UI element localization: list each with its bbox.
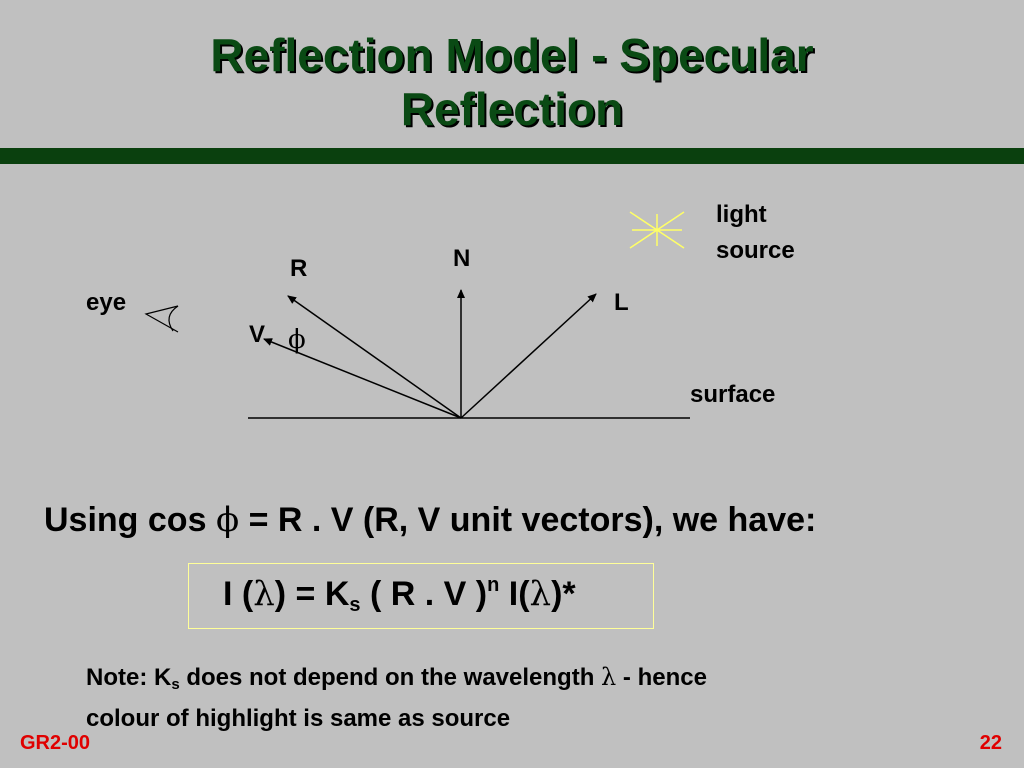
- note-lambda: λ: [601, 663, 617, 691]
- view-label: V: [249, 321, 265, 348]
- footer-course-code: GR2-00: [20, 732, 91, 754]
- cosine-statement-suffix: = R . V (R, V unit vectors), we have:: [239, 501, 817, 539]
- note-line-1: Note: Ks does not depend on the waveleng…: [86, 660, 707, 702]
- formula-lambda-1: λ: [253, 574, 275, 614]
- formula-middle: ( R . V ): [360, 575, 488, 613]
- formula-rhs-prefix: I(: [499, 575, 530, 613]
- note-line-2: colour of highlight is same as source: [86, 705, 511, 732]
- footer-slide-number: 22: [979, 732, 1002, 754]
- formula-lambda-2: λ: [529, 574, 552, 614]
- eye-label: eye: [86, 289, 126, 316]
- surface-label: surface: [690, 381, 775, 408]
- title-line-2: Reflection: [400, 83, 624, 135]
- light-source-label-line-2: source: [716, 237, 795, 264]
- cosine-statement: Using cos ϕ = R . V (R, V unit vectors),…: [44, 500, 816, 540]
- note-suffix: - hence: [616, 664, 707, 691]
- reflected-vector: [287, 295, 462, 419]
- formula-lhs-suffix: ) = K: [274, 575, 350, 613]
- note-middle: does not depend on the wavelength: [179, 664, 602, 691]
- title-divider: [0, 148, 1024, 164]
- star-burst-icon: [629, 211, 685, 249]
- title-line-1: Reflection Model - Specular: [210, 29, 814, 81]
- cosine-statement-prefix: Using cos: [44, 501, 216, 539]
- phi-symbol: ϕ: [215, 500, 240, 540]
- view-vector: [263, 338, 462, 419]
- formula-rhs-suffix: )*: [551, 575, 576, 613]
- note-k-subscript: s: [171, 676, 180, 693]
- eye-icon: [144, 305, 179, 333]
- formula-k-subscript: s: [349, 594, 361, 616]
- note-prefix: Note: K: [86, 664, 172, 691]
- formula-exponent: n: [487, 574, 500, 596]
- specular-formula-box: I (λ) = Ks ( R . V )n I(λ)*: [188, 563, 654, 629]
- reflected-label: R: [290, 255, 307, 282]
- angle-phi-label: ϕ: [288, 325, 306, 355]
- note-text: Note: Ks does not depend on the waveleng…: [86, 660, 707, 736]
- light-source-label-line-1: light: [716, 201, 767, 228]
- formula-lhs-prefix: I (: [223, 575, 254, 613]
- specular-formula: I (λ) = Ks ( R . V )n I(λ)*: [223, 574, 576, 617]
- light-vector-label: L: [614, 289, 629, 316]
- slide-title: Reflection Model - Specular Reflection: [0, 28, 1024, 136]
- normal-label: N: [453, 245, 470, 272]
- light-vector: [460, 293, 597, 419]
